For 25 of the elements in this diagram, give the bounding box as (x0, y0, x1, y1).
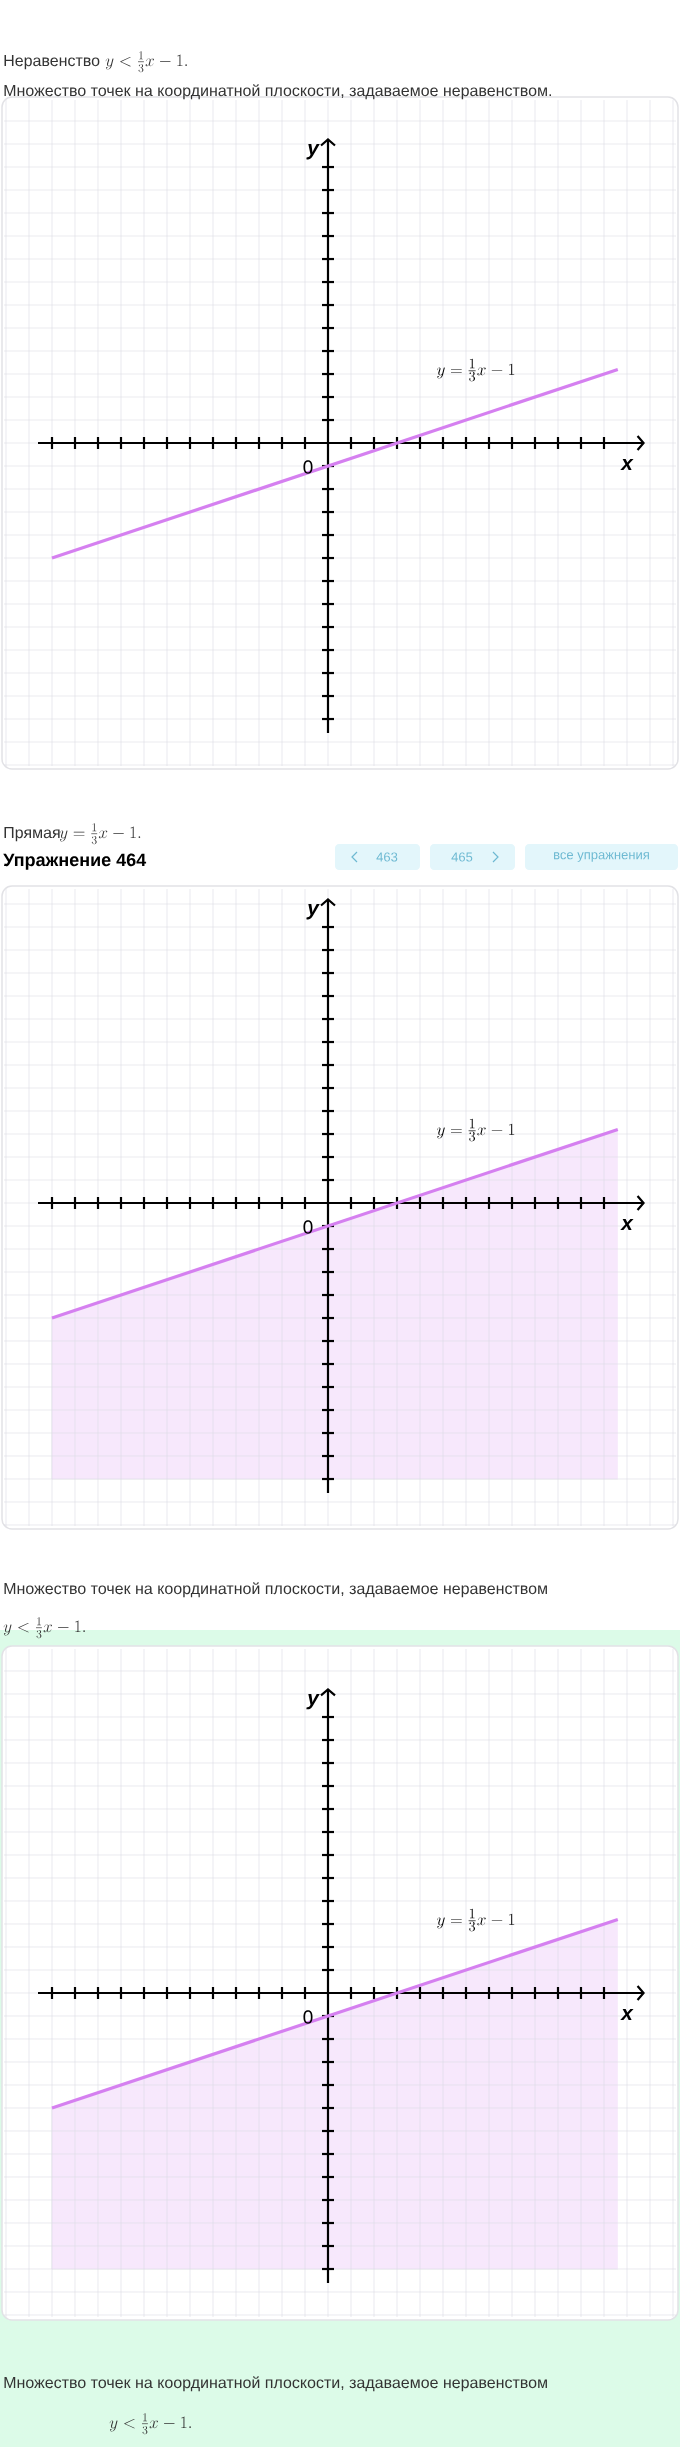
nav-button: 465 (430, 844, 515, 870)
axis-label: y (306, 903, 320, 920)
formula: $y<\frac{1}{3}x-1.$ (105, 51, 187, 73)
line-equation: $y=\frac{1}{3}x-1$ (436, 358, 515, 382)
axis-label: y (306, 1693, 320, 1710)
origin-label: 0 (303, 460, 313, 474)
formula: $y<\frac{1}{3}x-1.$ (109, 2413, 191, 2435)
line-equation: $y=\frac{1}{3}x-1$ (436, 1118, 515, 1142)
formula: $y=\frac{1}{3}x-1.$ (59, 823, 141, 845)
axis-label: y (306, 143, 320, 160)
axis-label: x (620, 2008, 634, 2020)
formula: $y<\frac{1}{3}x-1.$ (3, 1617, 85, 1639)
question-text: Множество точек на координатной плоскости, задаваемое неравенством (4, 2376, 547, 2392)
axis-label: x (620, 458, 634, 470)
origin-label: 0 (303, 2010, 313, 2024)
question-text: Множество точек на координатной плоскости, задаваемое неравенством. (4, 84, 552, 100)
question-text: Неравенство (4, 55, 100, 70)
line-equation: $y=\frac{1}{3}x-1$ (436, 1908, 515, 1932)
question-text: Множество точек на координатной плоскости, задаваемое неравенством (4, 1582, 547, 1598)
nav-button: 463 (335, 844, 420, 870)
heading: Упражнение 464 (3, 853, 147, 870)
question-text: Прямая (4, 827, 60, 842)
origin-label: 0 (303, 1220, 313, 1234)
nav-button: все упражнения (525, 844, 678, 870)
axis-label: x (620, 1218, 634, 1230)
